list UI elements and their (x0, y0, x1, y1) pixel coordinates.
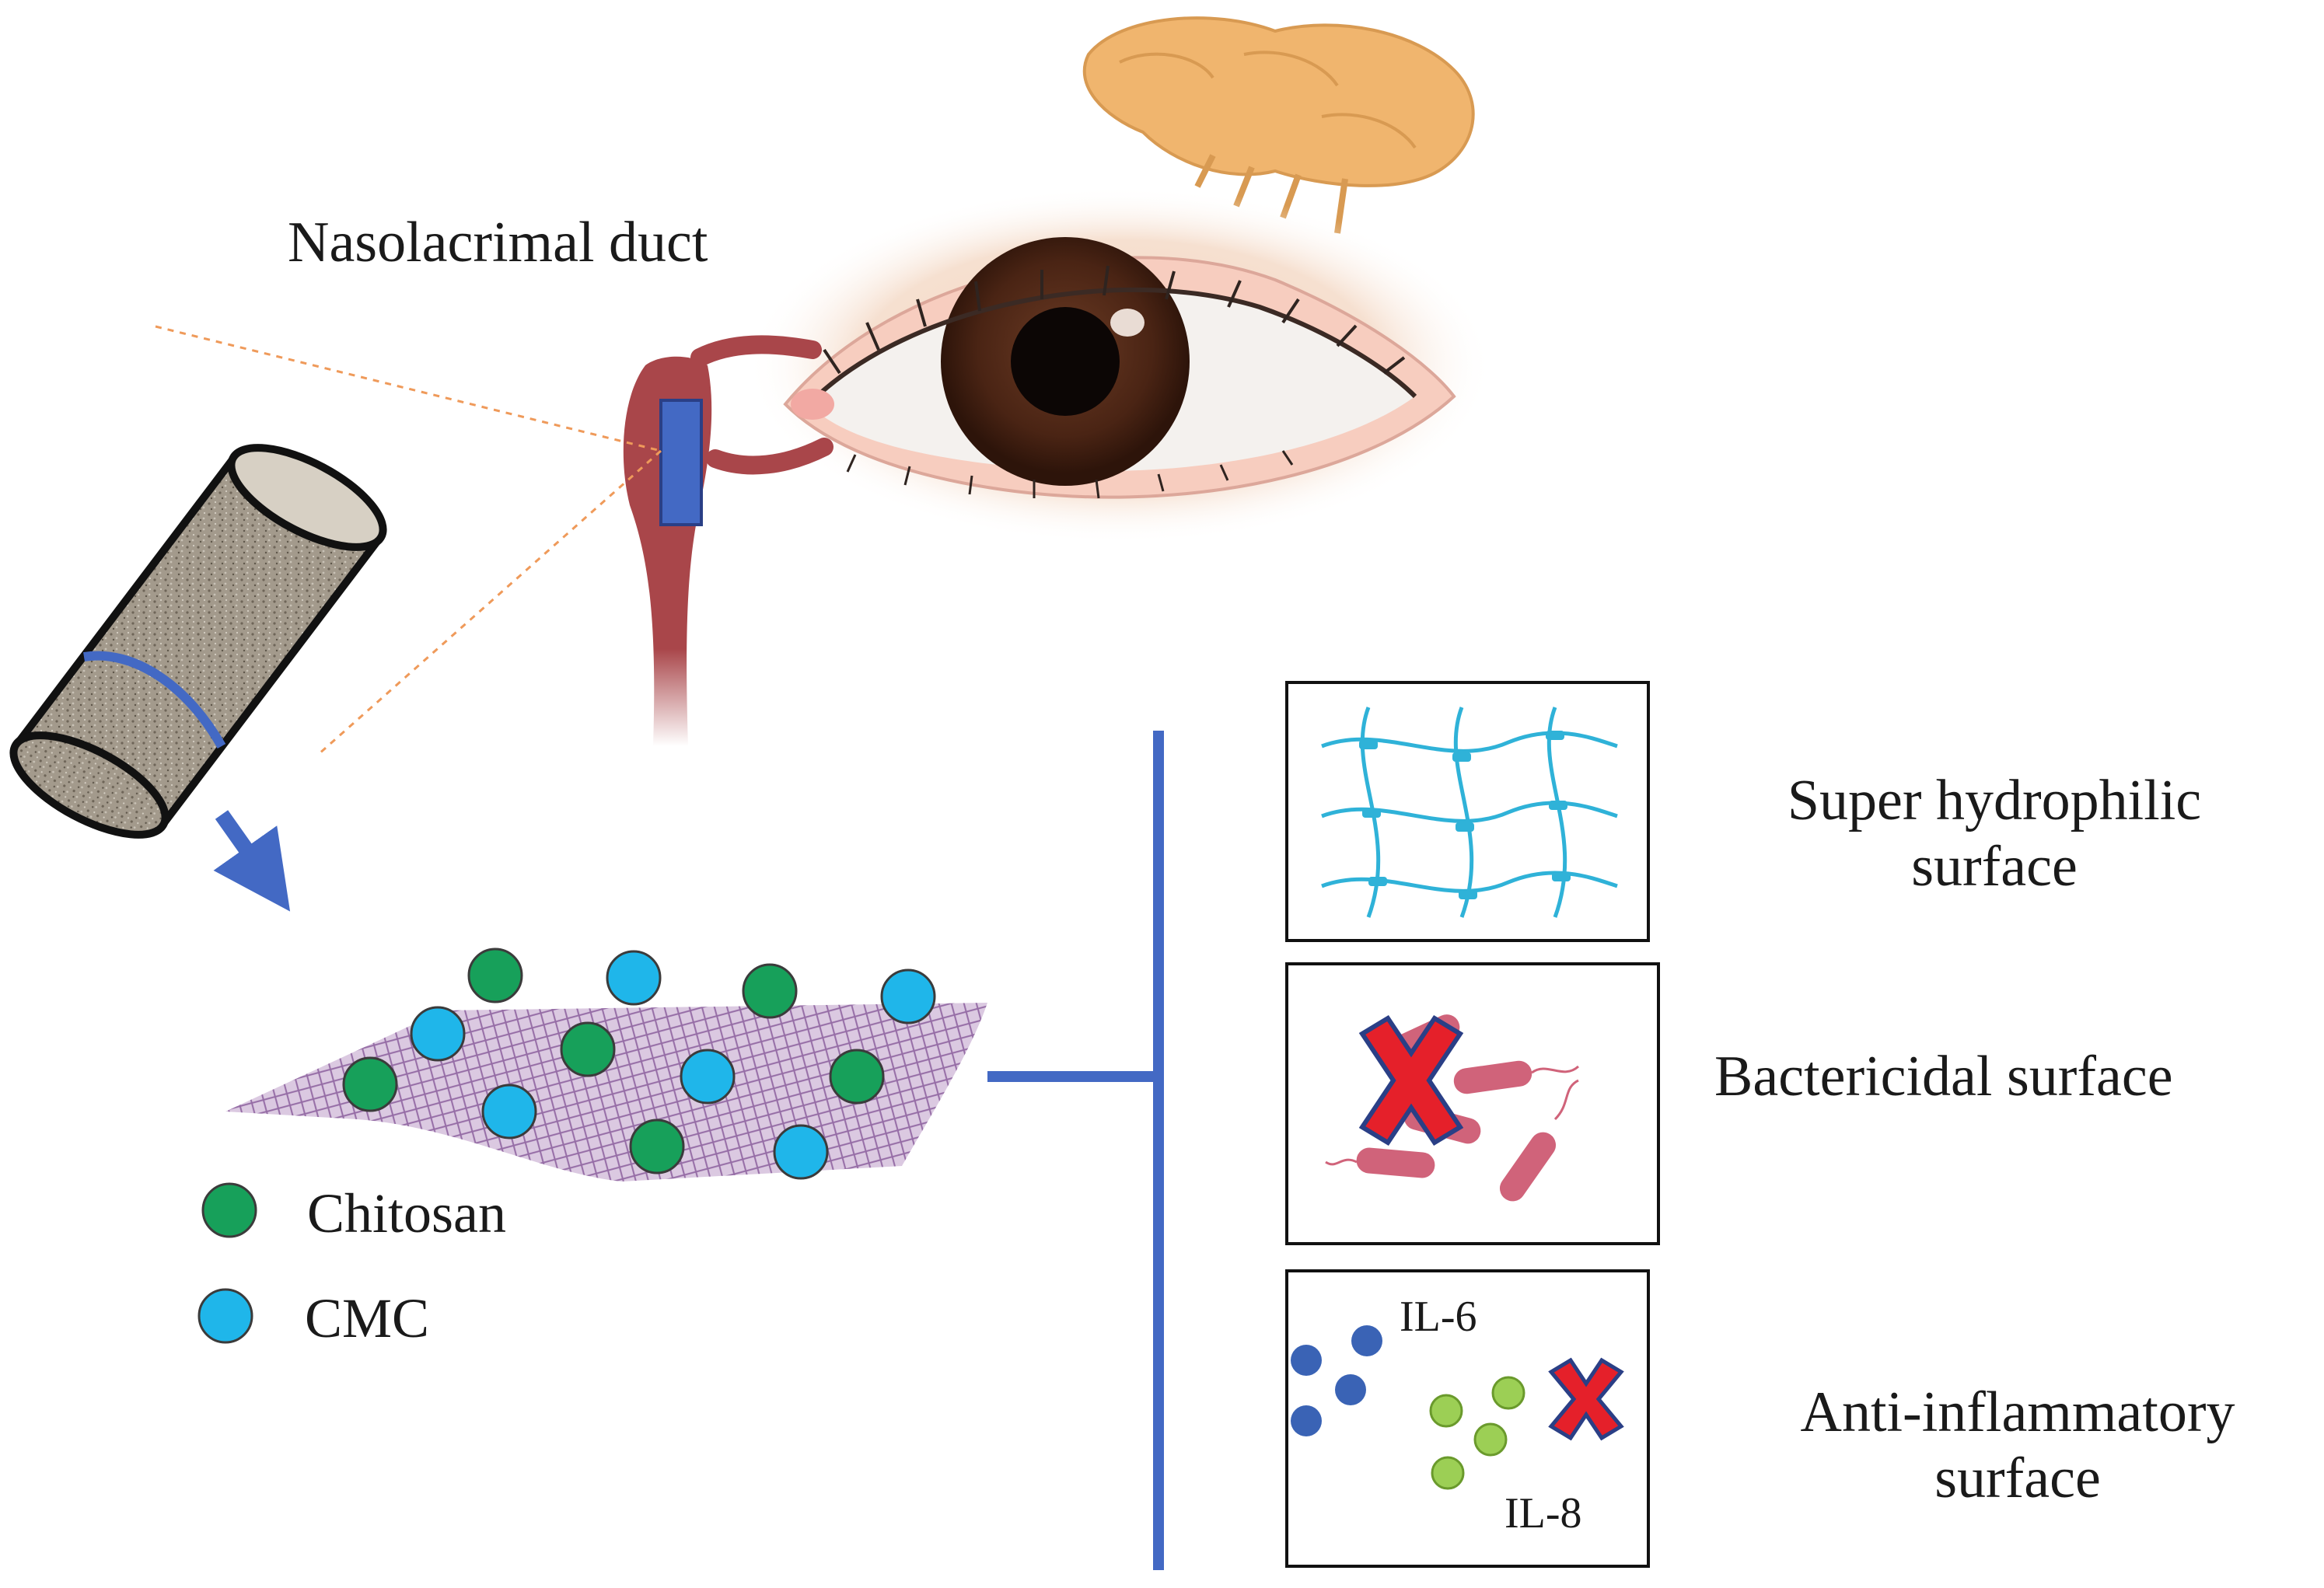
super-hydrophilic-label: Super hydrophilic surface (1707, 768, 2282, 900)
legend-cmc-marker (197, 1288, 253, 1344)
nasolacrimal-duct-label: Nasolacrimal duct (288, 211, 708, 274)
connector-lines (987, 731, 1164, 1570)
panel-bactericidal (1285, 962, 1660, 1245)
bactericidal-label: Bactericidal surface (1714, 1045, 2173, 1108)
anti-inflammatory-label: Anti-inflammatory surface (1730, 1380, 2305, 1512)
legend-cmc-label: CMC (305, 1287, 430, 1349)
anti-inflammatory-line2: surface (1934, 1447, 2101, 1511)
il8-label: IL-8 (1504, 1489, 1582, 1537)
nasolacrimal-duct-icon (623, 335, 833, 746)
legend-chitosan-label: Chitosan (307, 1182, 507, 1244)
super-hydrophilic-line1: Super hydrophilic (1787, 769, 2202, 832)
zoom-guide-lines (155, 325, 662, 756)
panel-super-hydrophilic (1285, 681, 1650, 942)
cmc-particles (410, 950, 936, 1180)
il6-label: IL-6 (1400, 1293, 1477, 1341)
lacrimal-gland-icon (1082, 16, 1475, 234)
il6-dots (1291, 1325, 1382, 1436)
chitosan-particles (342, 948, 885, 1174)
nanosheet-icon (225, 948, 987, 1181)
red-x-icon (1358, 1014, 1464, 1147)
super-hydrophilic-line2: surface (1911, 835, 2078, 899)
panel-anti-inflammatory (1285, 1269, 1650, 1568)
il8-dots (1429, 1376, 1525, 1490)
red-x-icon-2 (1548, 1357, 1624, 1441)
eye-icon (746, 187, 1493, 544)
arrow-icon (213, 810, 291, 912)
anti-inflammatory-line1: Anti-inflammatory (1800, 1380, 2235, 1444)
stent-tube-icon (9, 444, 387, 839)
stent-position-marker (659, 399, 703, 526)
legend-chitosan-marker (201, 1182, 257, 1238)
